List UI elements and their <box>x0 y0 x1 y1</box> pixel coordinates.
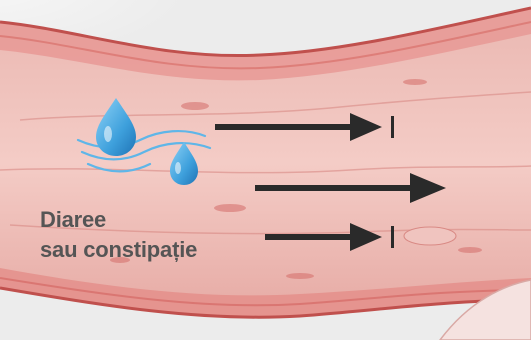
caption: Diaree sau constipație <box>40 205 197 265</box>
caption-line-1: Diaree <box>40 205 197 235</box>
caption-line-2: sau constipație <box>40 235 197 265</box>
